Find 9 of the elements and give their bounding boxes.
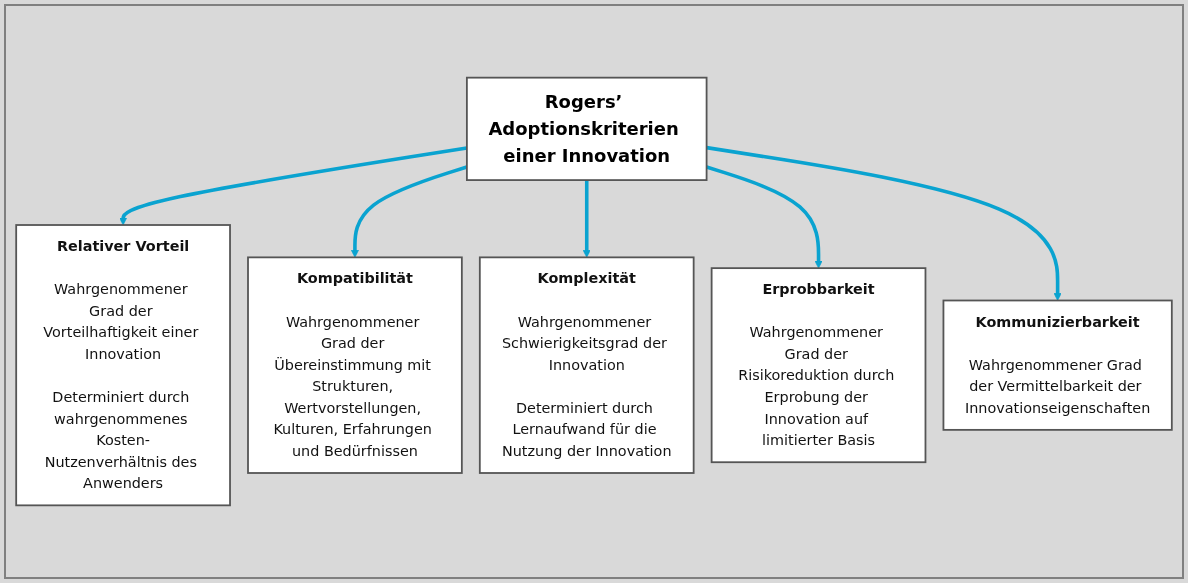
arrow <box>582 180 591 258</box>
arrow <box>706 145 1062 301</box>
arrow <box>706 165 823 269</box>
node-box: Relativer Vorteil Wahrgenommener Grad der Vorteilhaftigkeit einer Innovation Determiniert durch wahrgenommenes Kosten-Nutzenverhältnis des Anwenders <box>15 224 231 507</box>
node-box: Erprobbarkeit Wahrgenommener Grad der Risikoreduktion durch Erprobung der Innovation auf limitierter Basis <box>710 267 927 464</box>
node-box: Rogers’ Adoptionskriterien einer Innovation <box>466 76 708 181</box>
node-box: Kompatibilität Wahrgenommener Grad der Übereinstimmung mit Strukturen, Wertvorstellungen, Kulturen, Erfahrungen und Bedürfnissen <box>247 256 463 474</box>
node-box: Komplexität Wahrgenommener Schwierigkeitsgrad der Innovation Determiniert durch Lernaufwand für die Nutzung der Innovation <box>478 256 695 474</box>
node-box: Kommunizierbarkeit Wahrgenommener Grad der Vermittelbarkeit der Innovationseigenschaften <box>942 299 1173 431</box>
